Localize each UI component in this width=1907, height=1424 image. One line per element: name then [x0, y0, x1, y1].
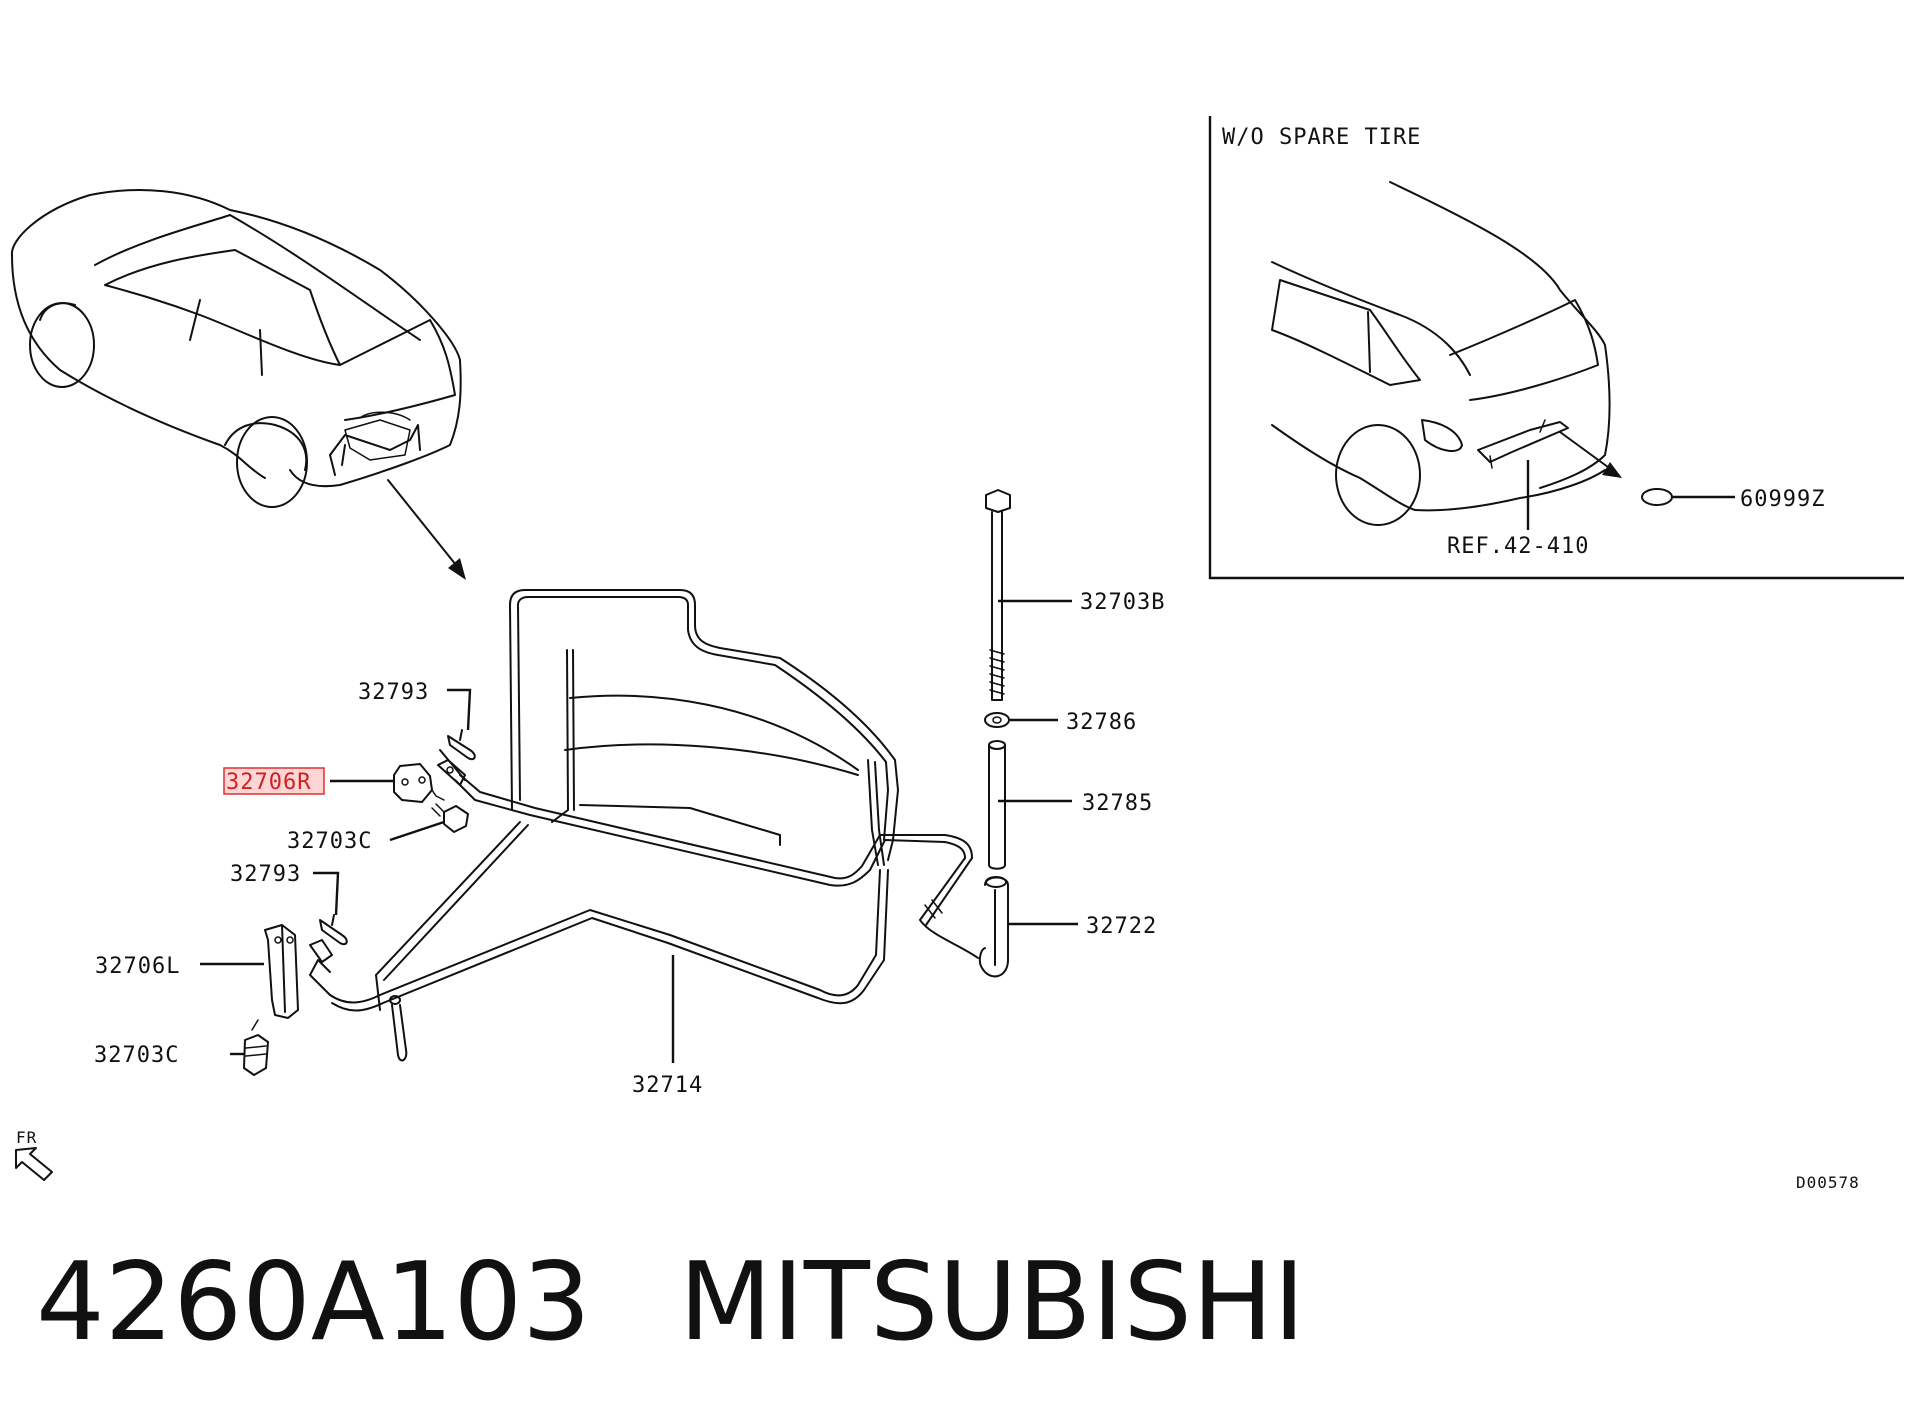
clip-32793-bottom	[319, 914, 348, 946]
bolt-32703c-top	[431, 803, 469, 833]
bolt-32703c-bottom	[243, 1019, 269, 1076]
label-32706l: 32706L	[95, 954, 180, 979]
spacer-32785	[988, 740, 1006, 870]
leader-lines	[200, 599, 1078, 1063]
label-32703c-bottom: 32703C	[94, 1043, 179, 1068]
label-32703c-top: 32703C	[287, 829, 372, 854]
label-32722: 32722	[1086, 914, 1157, 939]
bolt-32703b	[985, 489, 1011, 701]
label-32793-top: 32793	[358, 680, 429, 705]
pointer-arrow	[387, 479, 466, 580]
brand-name: MITSUBISHI	[678, 1240, 1306, 1365]
holder-32722	[978, 876, 1009, 978]
label-32786: 32786	[1066, 710, 1137, 735]
fr-label: FR	[16, 1128, 37, 1147]
label-32785: 32785	[1082, 791, 1153, 816]
label-60999z: 60999Z	[1740, 487, 1825, 512]
label-32706r-highlighted[interactable]: 32706R	[226, 770, 311, 795]
washer-32786	[984, 712, 1010, 728]
label-ref: REF.42-410	[1447, 534, 1589, 559]
cargo-frame-assembly	[309, 589, 979, 1062]
inset-title: W/O SPARE TIRE	[1222, 125, 1421, 150]
highlight-box	[223, 767, 325, 795]
label-32714: 32714	[632, 1073, 703, 1098]
label-32703b: 32703B	[1080, 590, 1165, 615]
car-illustration	[10, 189, 462, 508]
inset-without-spare-tire: W/O SPARE TIRE 60999Z REF.42-410	[1208, 116, 1904, 580]
part-caption: 4260A103 MITSUBISHI	[36, 1240, 1305, 1365]
part-number: 4260A103	[36, 1240, 591, 1365]
fr-arrow-icon	[15, 1147, 53, 1181]
label-32793-bottom: 32793	[230, 862, 301, 887]
grommet-60999z	[1641, 488, 1673, 506]
bracket-32706r	[393, 759, 466, 803]
bracket-32706l	[264, 924, 333, 1019]
front-direction-indicator: FR	[15, 1128, 53, 1181]
diagram-code: D00578	[1796, 1173, 1860, 1192]
clip-32793-top	[447, 729, 476, 761]
